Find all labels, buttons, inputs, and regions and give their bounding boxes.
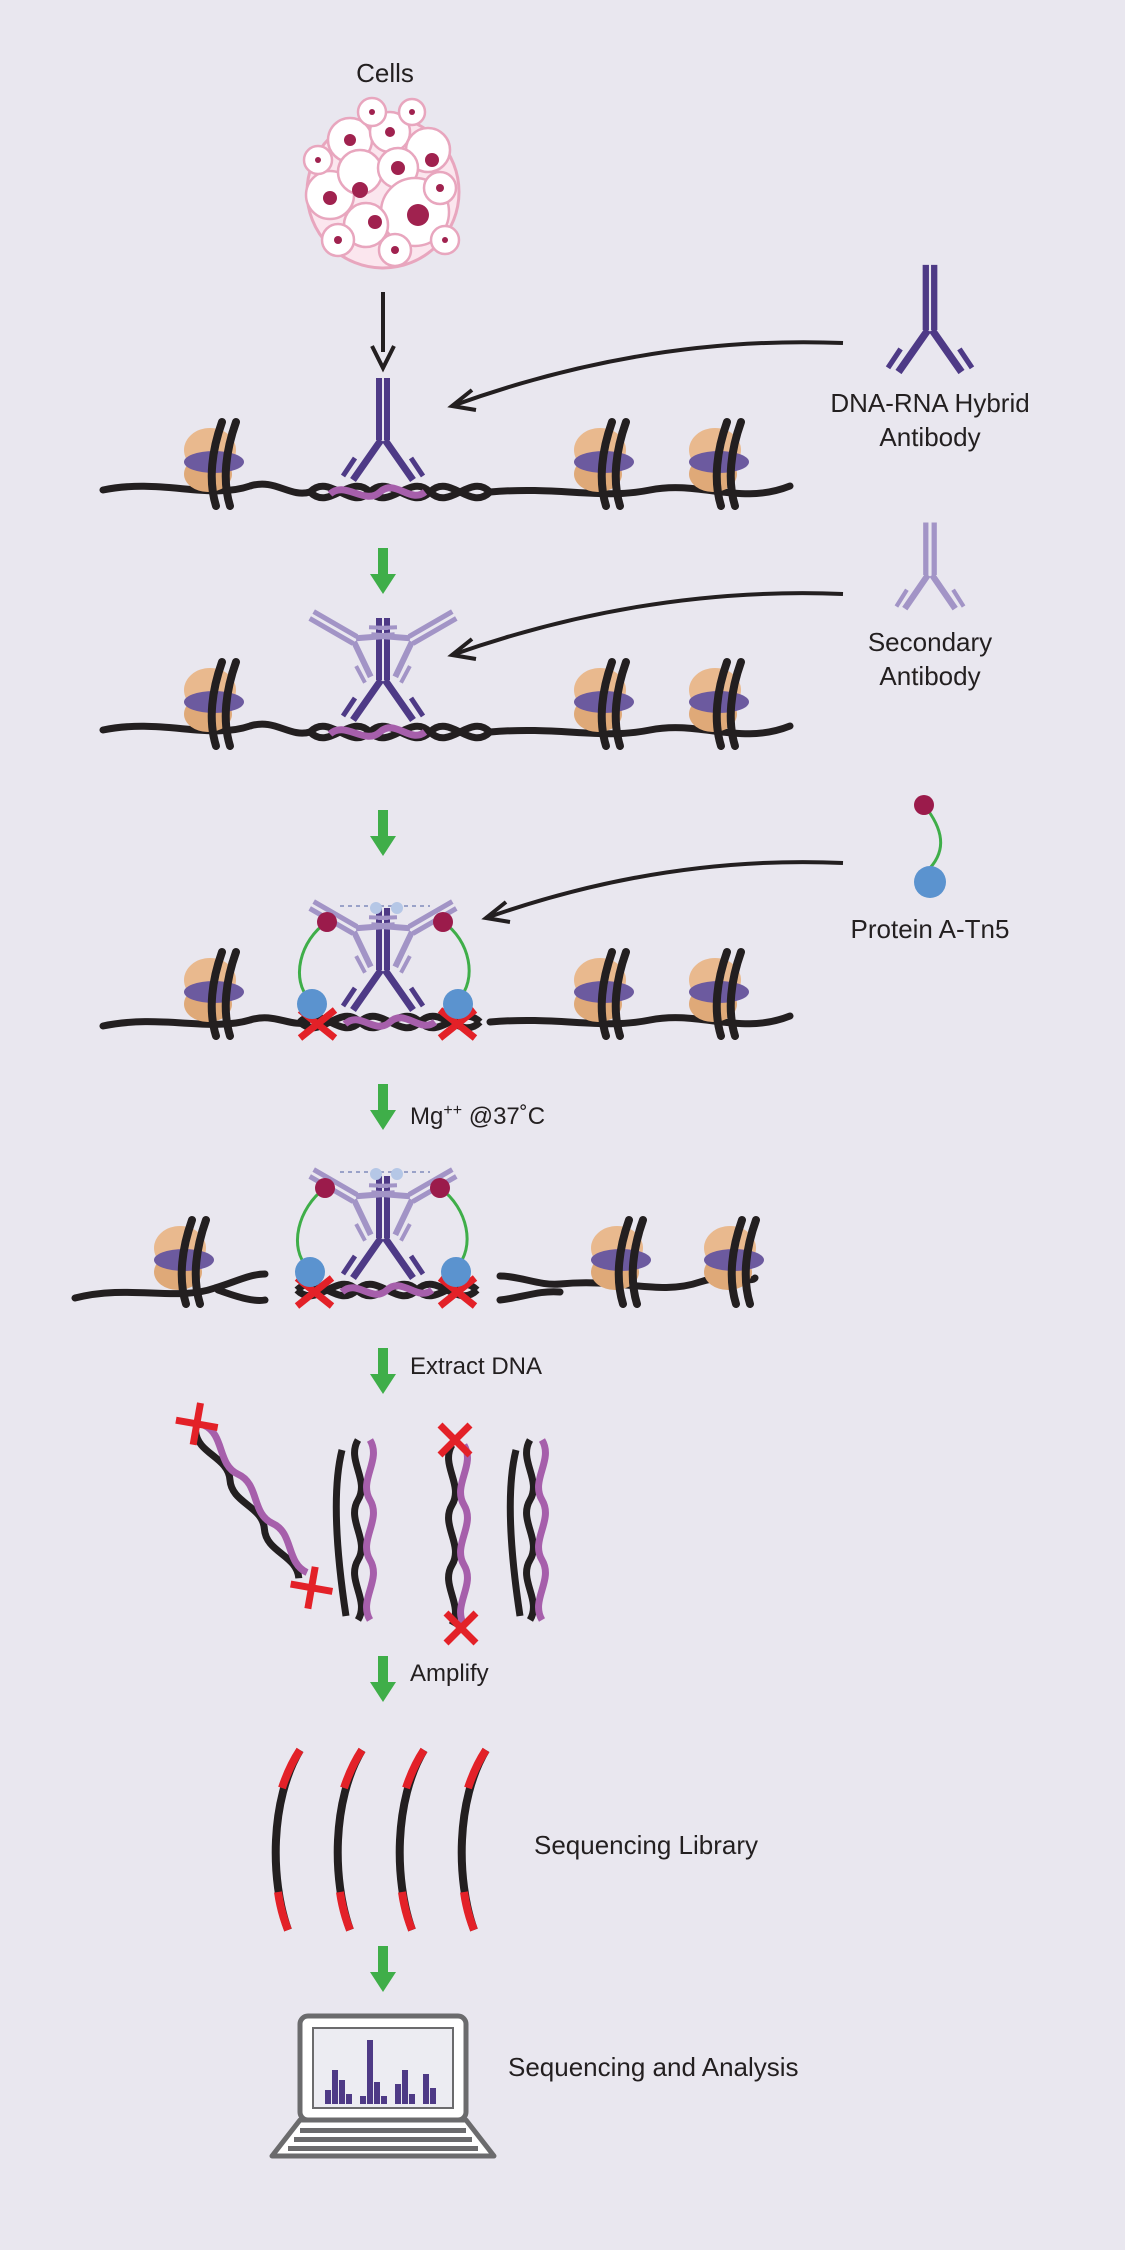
mg-prefix: Mg (410, 1103, 444, 1130)
laptop-icon (269, 2013, 497, 2159)
secondary-antibody-label: Secondary Antibody (868, 625, 992, 693)
arrow-to-secondary (370, 548, 396, 594)
primary-antibody-label-line2: Antibody (879, 422, 981, 452)
primary-antibody-label: DNA-RNA Hybrid Antibody (830, 386, 1029, 454)
protein-a-tn5-label: Protein A-Tn5 (850, 914, 1010, 944)
protein-a-tn5-arrow (481, 860, 844, 924)
arrow-to-analysis (370, 1946, 396, 1992)
step-primary-antibody (99, 378, 794, 506)
extracted-fragments (175, 1402, 549, 1646)
cells-arrow (370, 292, 396, 373)
extract-dna-label: Extract DNA (410, 1353, 543, 1380)
protein-a-tn5-icon (914, 795, 946, 898)
cell-cluster (302, 96, 461, 270)
secondary-antibody-arrow (447, 591, 844, 661)
secondary-antibody-label-line1: Secondary (867, 627, 993, 657)
arrow-to-amplify (370, 1656, 396, 1702)
sequencing-analysis-label: Sequencing and Analysis (508, 2052, 799, 2082)
arrow-to-tn5 (370, 810, 396, 856)
mg-superscript: ++ (443, 1102, 463, 1119)
secondary-antibody-icon (896, 523, 963, 609)
step-secondary-antibody (99, 587, 794, 746)
primary-antibody-icon (888, 265, 972, 372)
primary-antibody-label-line1: DNA-RNA Hybrid (830, 388, 1030, 418)
sequencing-library (271, 1747, 490, 1932)
step-arrows (370, 548, 396, 1992)
arrow-to-cleavage (370, 1084, 396, 1130)
step-cleavage (71, 1145, 764, 1309)
arrow-to-extract (370, 1348, 396, 1394)
cells-label: Cells (356, 58, 414, 88)
primary-antibody-arrow (447, 340, 844, 412)
step-protein-a-tn5 (99, 877, 794, 1041)
sequencing-library-label: Sequencing Library (534, 1830, 759, 1860)
amplify-label: Amplify (410, 1660, 489, 1687)
secondary-antibody-label-line2: Antibody (879, 661, 981, 691)
mg-incubation-label: Mg++ @37˚C (410, 1094, 545, 1134)
reagent-arrows (447, 340, 844, 924)
mg-suffix: @37˚C (462, 1103, 546, 1130)
